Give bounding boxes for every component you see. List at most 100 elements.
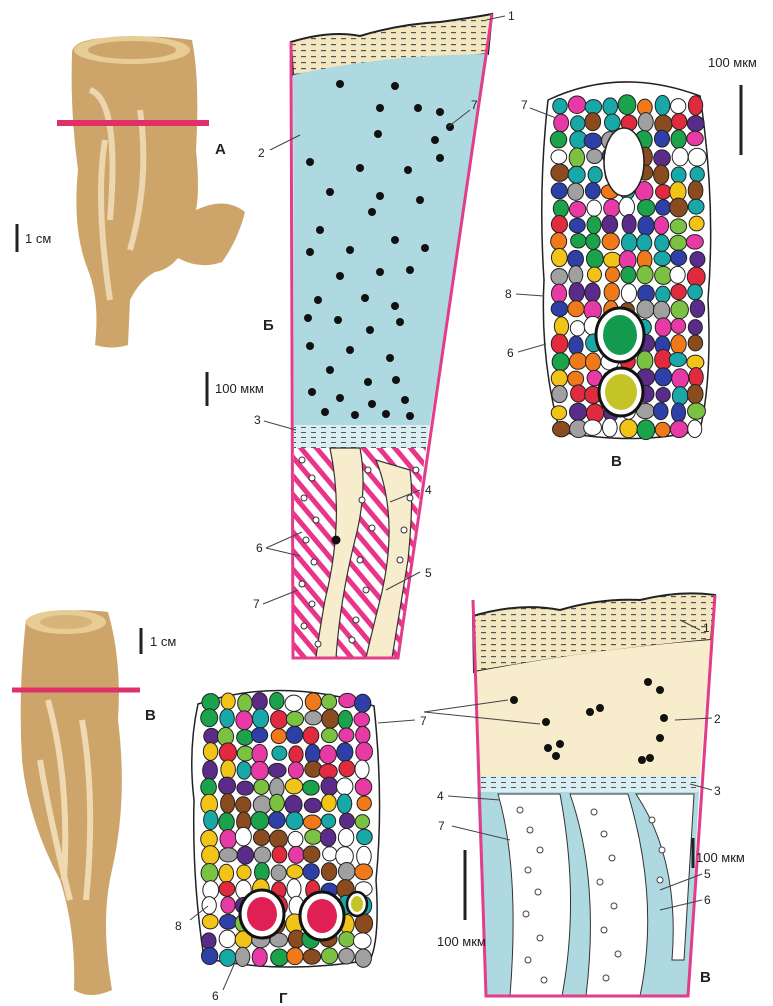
cell: [353, 933, 371, 949]
cell: [688, 199, 704, 214]
cell: [321, 728, 337, 743]
cell: [202, 846, 220, 865]
cell: [320, 829, 335, 847]
cell: [670, 266, 685, 283]
cell: [655, 235, 669, 252]
cell: [271, 865, 286, 881]
cell: [551, 406, 566, 420]
cell: [286, 812, 303, 830]
cell: [237, 865, 251, 880]
cell: [221, 693, 235, 709]
cell: [585, 100, 602, 114]
cell: [288, 831, 303, 847]
cell: [337, 778, 353, 795]
cell: [339, 728, 354, 742]
cell: [339, 948, 355, 964]
cell: [322, 709, 339, 728]
cell: [620, 419, 638, 437]
cell: [654, 251, 671, 266]
cell: [237, 730, 254, 746]
cell: [270, 711, 287, 729]
scale-label-um-bottom-center: 100 мкм: [437, 934, 486, 949]
cell: [357, 846, 372, 866]
panel-label-b: Б: [263, 317, 274, 334]
cell: [571, 234, 586, 248]
cell: [339, 932, 355, 948]
cell: [253, 830, 269, 846]
cell: [237, 781, 254, 795]
cell: [321, 814, 335, 828]
cell: [321, 694, 336, 709]
cell: [219, 882, 235, 897]
cell: [671, 167, 686, 183]
cell: [552, 386, 567, 403]
panel-label-v-bottom-right: В: [700, 969, 711, 986]
panel-label-a: А: [215, 141, 226, 158]
cell: [551, 248, 567, 266]
label-r-2: 2: [714, 712, 721, 726]
cell: [251, 812, 269, 830]
cell: [553, 200, 568, 218]
cell: [236, 711, 253, 730]
cell: [655, 368, 672, 386]
cell: [357, 829, 373, 844]
cell: [237, 746, 253, 761]
scale-label-cm-bottom: 1 см: [150, 634, 176, 649]
cell: [621, 284, 636, 303]
cell: [551, 164, 569, 181]
cell: [604, 283, 619, 301]
cell: [568, 371, 584, 386]
cell: [586, 234, 600, 250]
cell: [355, 778, 372, 795]
cell: [303, 815, 321, 829]
cell: [569, 353, 586, 370]
label-b-1: 1: [508, 9, 515, 23]
cell: [237, 762, 251, 780]
cell: [571, 116, 586, 131]
cell: [235, 947, 249, 966]
cell: [602, 418, 617, 437]
cell: [303, 846, 320, 863]
scale-label-um-top-right: 100 мкм: [708, 55, 757, 70]
cell: [655, 95, 670, 115]
cell: [672, 387, 688, 406]
cell: [687, 385, 703, 404]
cell: [602, 233, 619, 250]
cell: [285, 695, 303, 711]
cell: [672, 148, 688, 166]
cell: [238, 694, 252, 712]
label-b-4: 4: [425, 483, 432, 497]
cell: [305, 711, 322, 725]
cell: [551, 268, 568, 284]
cell: [585, 183, 600, 199]
cell: [204, 728, 219, 744]
cell: [219, 864, 234, 882]
cell: [551, 334, 568, 353]
cell: [303, 780, 320, 795]
cell: [288, 762, 303, 779]
label-g-6: 6: [212, 989, 219, 1003]
label-g-7: 7: [420, 714, 427, 728]
cell: [254, 847, 271, 863]
section-v-top-cells: [542, 82, 711, 440]
cell: [637, 265, 653, 283]
cell: [320, 745, 337, 763]
label-v-8: 8: [505, 287, 512, 301]
cell: [568, 166, 585, 183]
cell: [671, 130, 686, 149]
cell: [653, 301, 669, 320]
cell: [251, 761, 268, 780]
cell: [339, 760, 355, 776]
cell: [605, 267, 619, 282]
cell: [604, 114, 620, 131]
cell: [585, 283, 600, 302]
cell: [287, 948, 303, 965]
cell: [586, 249, 603, 268]
cell: [568, 250, 584, 267]
label-b-7-top: 7: [471, 98, 478, 112]
scale-label-cm-top: 1 см: [25, 231, 51, 246]
cell: [289, 846, 305, 863]
cell: [671, 250, 687, 265]
cell: [285, 778, 302, 793]
cell: [622, 214, 636, 233]
